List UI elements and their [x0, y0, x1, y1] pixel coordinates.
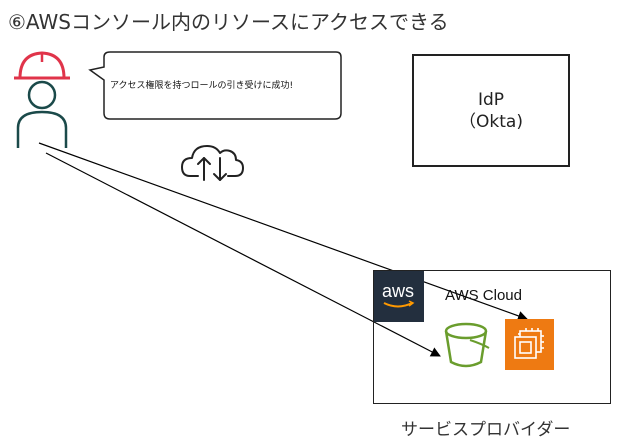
connector-user-to-ec2 — [38, 142, 528, 321]
service-provider-label: サービスプロバイダー — [401, 420, 571, 440]
aws-logo-text: aws — [382, 281, 414, 301]
aws-logo: aws — [373, 270, 424, 322]
page-title: ⑥AWSコンソール内のリソースにアクセスできる — [8, 10, 449, 34]
cloud-upload-download-icon — [181, 145, 244, 181]
aws-cloud-label: AWS Cloud — [445, 287, 522, 304]
user-with-hardhat-icon — [14, 51, 70, 148]
speech-bubble — [88, 51, 342, 120]
aws-cloud-box — [373, 270, 611, 404]
idp-box: IdP （Okta) — [412, 54, 570, 167]
speech-bubble-text: アクセス権限を持つロールの引き受けに成功! — [110, 81, 294, 91]
connector-user-to-s3 — [45, 152, 441, 357]
idp-label: IdP — [477, 89, 505, 110]
s3-bucket-icon — [444, 322, 490, 368]
ec2-instance-icon — [505, 319, 554, 370]
idp-okta-label: （Okta) — [459, 111, 523, 132]
